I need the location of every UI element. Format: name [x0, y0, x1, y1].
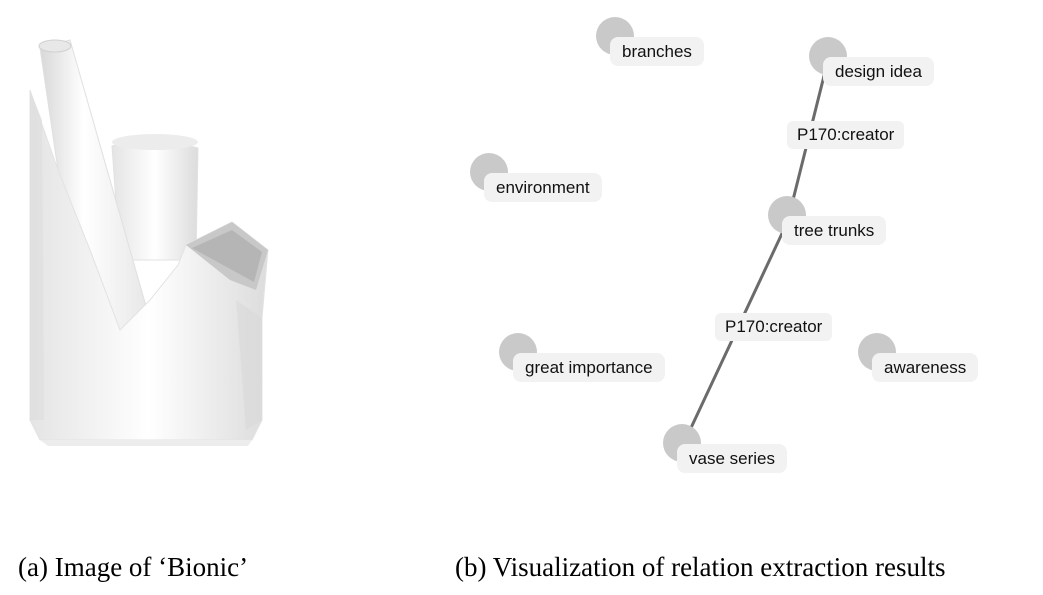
- caption-a: (a) Image of ‘Bionic’: [18, 552, 249, 582]
- edge-label-upper: P170:creator: [787, 121, 905, 149]
- caption-b: (b) Visualization of relation extraction…: [455, 552, 946, 582]
- node-label: awareness: [872, 353, 979, 382]
- node-label: tree trunks: [782, 216, 887, 245]
- node-label: vase series: [677, 444, 787, 473]
- node-label: environment: [484, 173, 602, 202]
- node-label: design idea: [823, 57, 934, 86]
- vase-image: [0, 0, 300, 520]
- edge-label-lower: P170:creator: [715, 313, 833, 341]
- node-label: branches: [610, 37, 704, 66]
- bionic-vase-illustration: [29, 39, 269, 446]
- node-label: great importance: [513, 353, 665, 382]
- edge-lines: [688, 59, 830, 431]
- relation-graph: branches design idea P170:creator enviro…: [440, 0, 1043, 520]
